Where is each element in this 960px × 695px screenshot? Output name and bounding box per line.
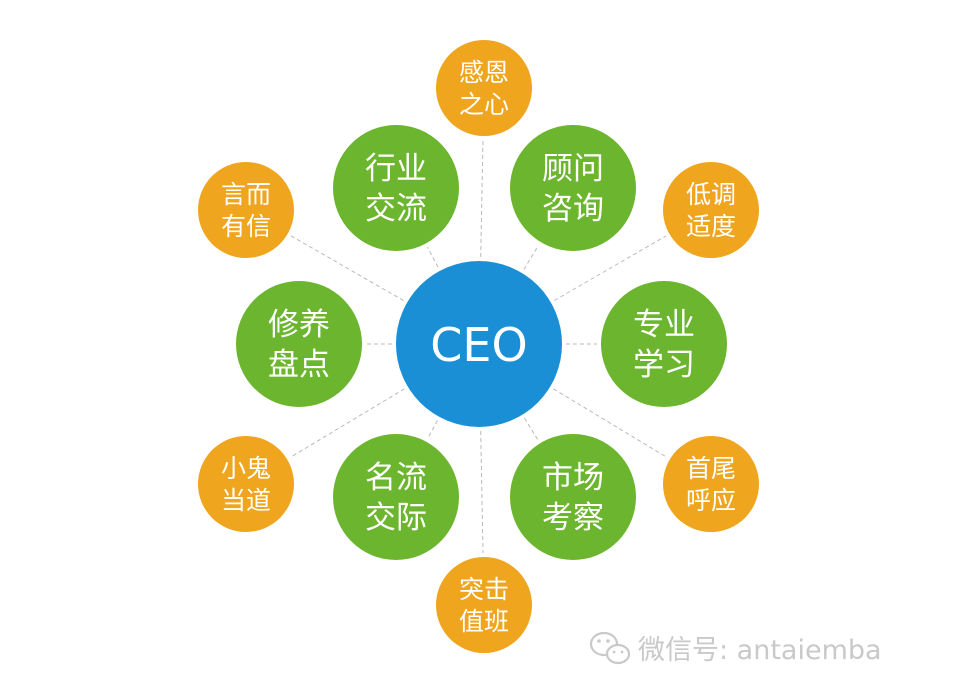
node-label-line1: 感恩 [459,58,509,87]
node-label-line1: 行业 [365,151,427,187]
connector-inner-4 [427,420,438,439]
ceo-circle [396,261,562,427]
node-label-line2: 之心 [459,90,509,119]
node-label-line2: 呼应 [686,486,736,515]
node-circle [436,40,532,136]
node-circle [663,162,759,258]
node-label-line2: 交际 [365,500,427,536]
connector-outer-1 [554,235,667,301]
node-label-line2: 考察 [542,500,604,536]
connector-outer-0 [480,139,484,258]
node-label-line2: 当道 [221,486,271,515]
connector-inner-0 [427,246,439,268]
node-label-line1: 专业 [633,307,695,343]
connector-outer-3 [480,430,484,554]
connector-lines [290,139,667,554]
node-label-line2: 盘点 [268,347,330,383]
node-label-line1: 小鬼 [221,454,271,483]
connector-outer-5 [290,235,404,302]
node-label-line2: 交流 [365,191,427,227]
connector-inner-3 [524,417,539,441]
node-circle [510,125,636,251]
node-label-line1: 市场 [542,460,604,496]
connector-inner-1 [523,245,539,270]
node-circle [663,436,759,532]
node-label-line1: 低调 [686,180,736,209]
node-label-line1: 首尾 [686,454,736,483]
node-circle [436,557,532,653]
diagram-nodes: 行业交流顾问咨询专业学习市场考察名流交际修养盘点感恩之心低调适度首尾呼应突击值班… [198,40,759,653]
node-label-line2: 咨询 [542,191,604,227]
node-circle [333,125,459,251]
ceo-label: CEO [430,318,527,372]
watermark: 微信号: antaiemba [589,631,882,666]
wechat-icon [589,631,631,665]
node-label-line2: 值班 [459,607,509,636]
node-label-line1: 顾问 [542,151,604,187]
node-label-line1: 修养 [268,307,330,343]
ceo-node: CEO [396,261,562,427]
node-circle [198,436,294,532]
connector-outer-2 [553,388,667,458]
node-label-line2: 有信 [221,212,271,241]
node-label-line1: 突击 [459,575,509,604]
node-label-line2: 学习 [633,347,695,383]
connector-outer-4 [290,388,405,458]
node-label-line2: 适度 [686,212,736,241]
node-label-line1: 言而 [221,180,271,209]
node-circle [510,434,636,560]
node-label-line1: 名流 [365,460,427,496]
node-circle [236,281,362,407]
watermark-text: 微信号: antaiemba [638,635,882,666]
node-circle [198,162,294,258]
node-circle [601,281,727,407]
node-circle [333,434,459,560]
